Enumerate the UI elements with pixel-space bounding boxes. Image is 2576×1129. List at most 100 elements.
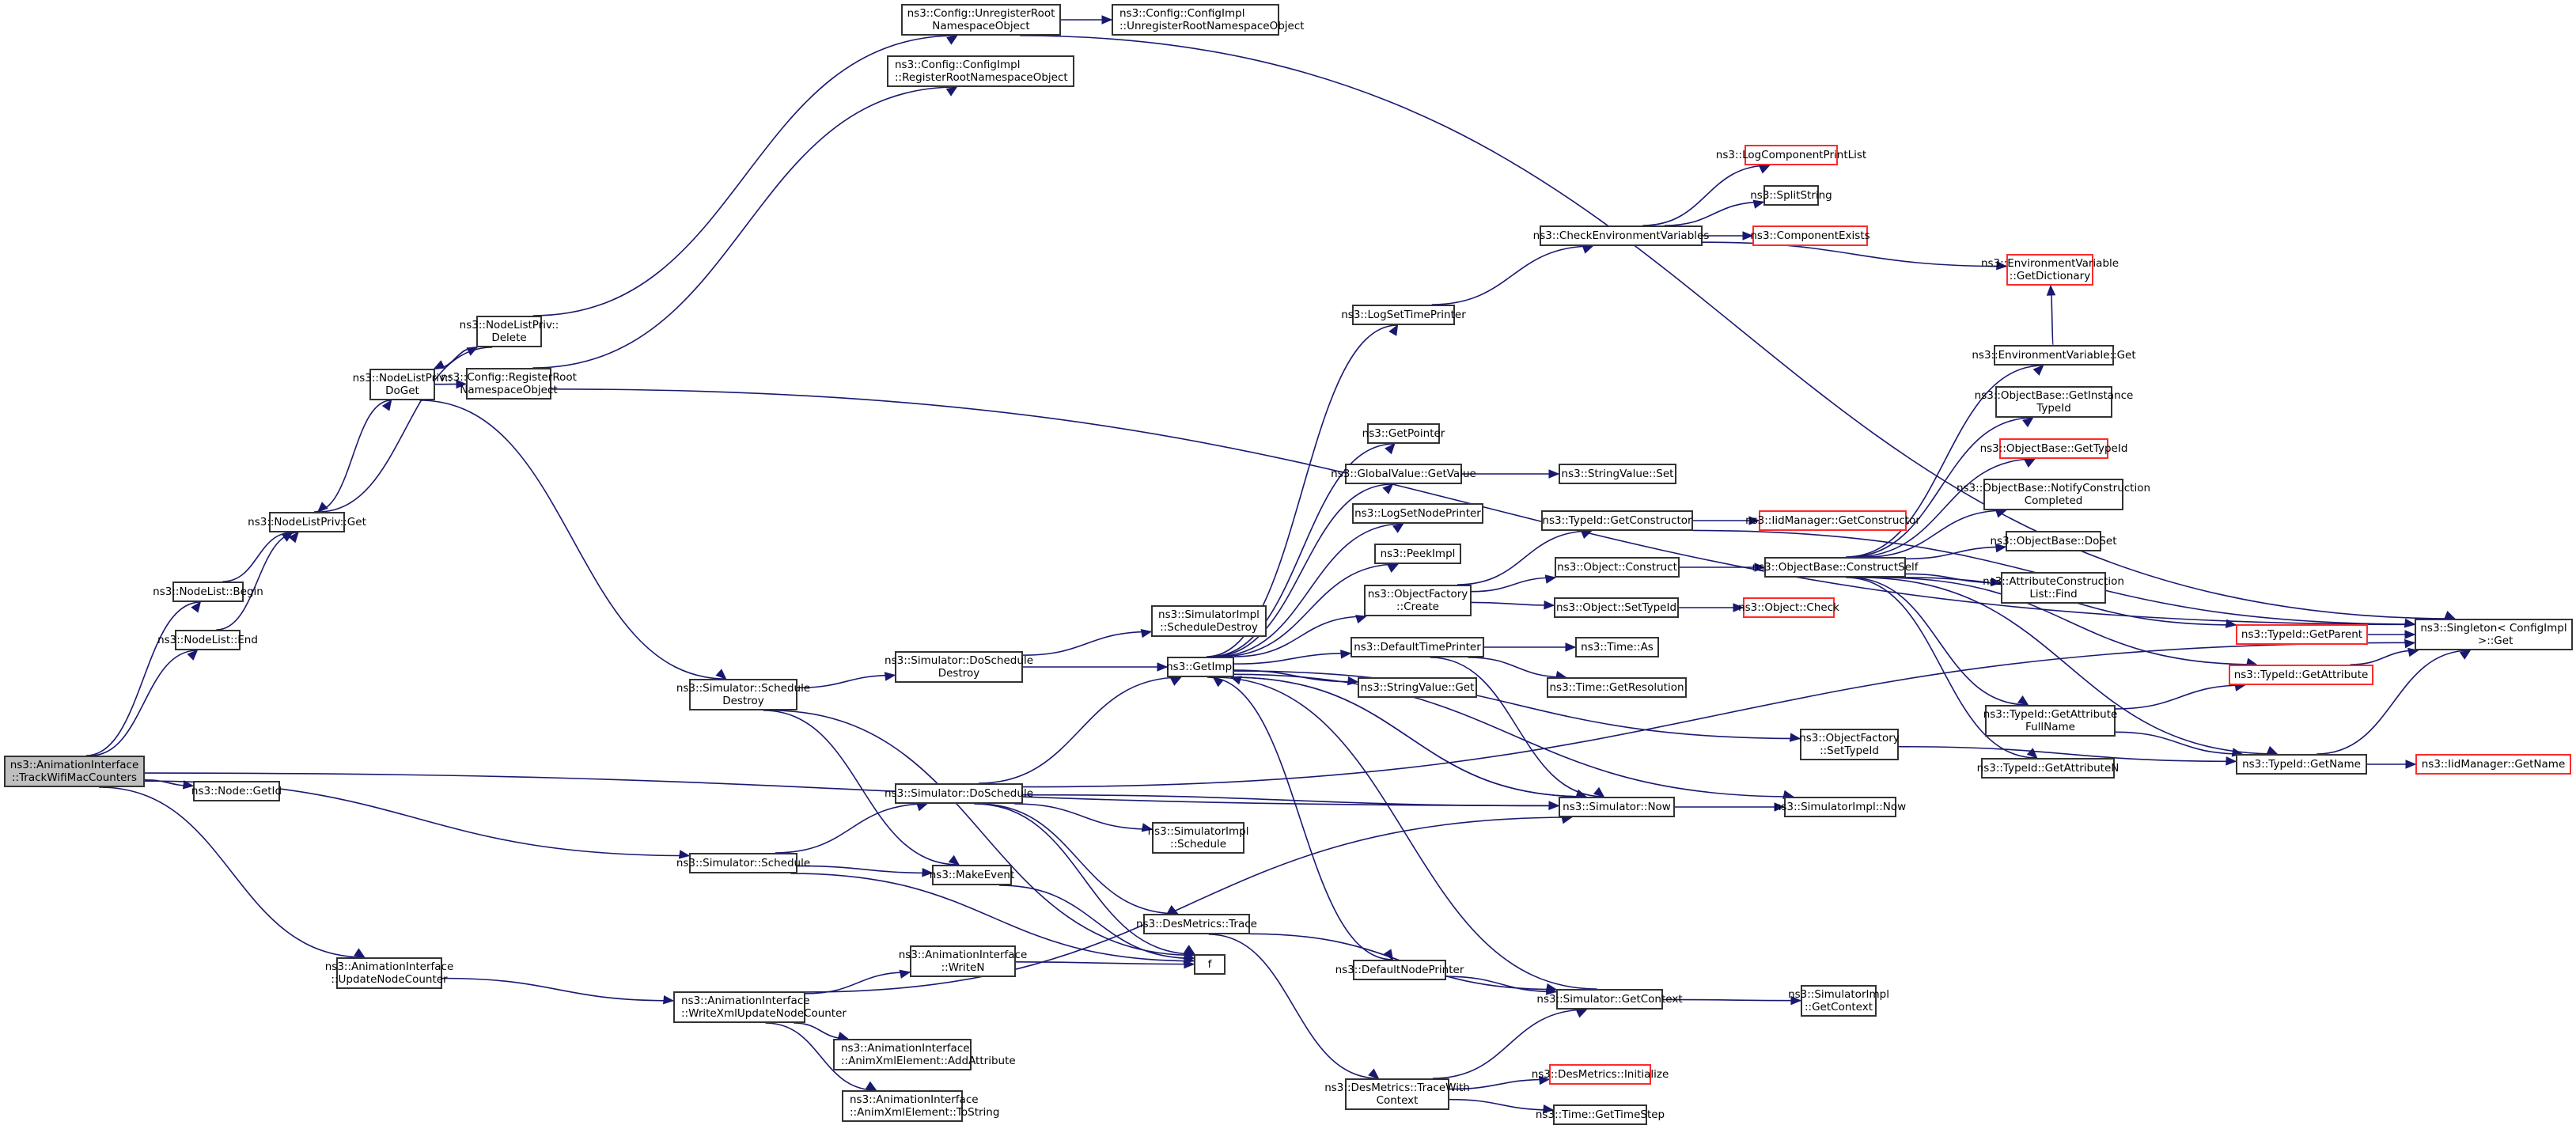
graph-node-tid-getname[interactable]: ns3::TypeId::GetName <box>2236 754 2367 775</box>
graph-node-cfgimpl-register[interactable]: ns3::Config::ConfigImpl ::RegisterRootNa… <box>887 55 1074 87</box>
edge-getimpl-to-logsettimeprinter <box>1206 324 1398 657</box>
graph-node-iid-getname[interactable]: ns3::IidManager::GetName <box>2415 754 2571 775</box>
graph-node-simimpl-getcontext[interactable]: ns3::SimulatorImpl ::GetContext <box>1788 985 1889 1017</box>
graph-node-sim-scheddestroy[interactable]: ns3::Simulator::Schedule Destroy <box>676 679 810 710</box>
edge-ob_constructself-to-tid_getname <box>1859 577 2278 755</box>
graph-node-ai-updatenodecounter[interactable]: ns3::AnimationInterface ::UpdateNodeCoun… <box>325 957 453 989</box>
graph-node-peekimpl[interactable]: ns3::PeekImpl <box>1374 544 1461 564</box>
edge-desm_tracewithctx-to-sim_getcontext <box>1432 1009 1587 1079</box>
arrowhead-icon <box>2444 610 2456 619</box>
graph-node-cfg-register[interactable]: ns3::Config::RegisterRoot NamespaceObjec… <box>441 368 577 400</box>
graph-node-logsetnodeprinter[interactable]: ns3::LogSetNodePrinter <box>1352 503 1483 524</box>
graph-node-cfg-unregister[interactable]: ns3::Config::UnregisterRoot NamespaceObj… <box>901 4 1061 36</box>
arrowhead-icon <box>1169 676 1182 686</box>
graph-node-tid-getattribute[interactable]: ns3::TypeId::GetAttribute <box>2229 665 2373 685</box>
arrowhead-icon <box>1382 483 1394 494</box>
graph-node-logcompprintlist[interactable]: ns3::LogComponentPrintList <box>1716 145 1866 165</box>
graph-node-ai-addattr[interactable]: ns3::AnimationInterface ::AnimXmlElement… <box>833 1039 1016 1070</box>
graph-node-getpointer[interactable]: ns3::GetPointer <box>1362 423 1445 444</box>
edge-getimpl-to-getpointer <box>1209 443 1395 657</box>
graph-node-nlp-delete[interactable]: ns3::NodeListPriv:: Delete <box>460 316 559 347</box>
graph-node-sv-set[interactable]: ns3::StringValue::Set <box>1559 464 1676 484</box>
graph-node-of-settypeid[interactable]: ns3::ObjectFactory ::SetTypeId <box>1799 729 1900 760</box>
edge-ob_constructself-to-ob_notify <box>1866 510 2006 558</box>
graph-node-desm-tracewithctx[interactable]: ns3::DesMetrics::TraceWith Context <box>1324 1078 1470 1110</box>
graph-node-sim-doschedule[interactable]: ns3::Simulator::DoSchedule <box>885 783 1033 804</box>
arrowhead-icon <box>182 780 195 790</box>
graph-node-simimpl-scheddestroy[interactable]: ns3::SimulatorImpl ::ScheduleDestroy <box>1151 605 1267 637</box>
graph-node-env-getdict[interactable]: ns3::EnvironmentVariable ::GetDictionary <box>1981 254 2119 286</box>
graph-node-ob-doset[interactable]: ns3::ObjectBase::DoSet <box>1990 531 2117 551</box>
graph-node-defaulttimeprinter[interactable]: ns3::DefaultTimePrinter <box>1351 637 1484 657</box>
graph-node-tid-getattrfullname[interactable]: ns3::TypeId::GetAttribute FullName <box>1983 705 2117 737</box>
graph-node-desm-trace[interactable]: ns3::DesMetrics::Trace <box>1136 914 1257 934</box>
graph-node-checkenv[interactable]: ns3::CheckEnvironmentVariables <box>1533 225 1709 246</box>
arrowhead-icon <box>2404 638 2416 649</box>
arrowhead-icon <box>948 854 960 866</box>
graph-node-ob-notify[interactable]: ns3::ObjectBase::NotifyConstruction Comp… <box>1957 479 2150 510</box>
graph-node-simimpl-schedule[interactable]: ns3::SimulatorImpl ::Schedule <box>1148 822 1248 854</box>
graph-node-f[interactable]: f <box>1194 954 1225 975</box>
edge-checkenv-to-logcompprintlist <box>1642 165 1770 226</box>
graph-node-nlp-get[interactable]: ns3::NodeListPriv::Get <box>248 512 366 532</box>
graph-node-sim-schedule[interactable]: ns3::Simulator::Schedule <box>676 853 810 873</box>
graph-node-sim-doscheddestroy[interactable]: ns3::Simulator::DoSchedule Destroy <box>885 651 1033 683</box>
edge-root-to-nodelist_end <box>90 650 198 756</box>
graph-node-nodelist-end[interactable]: ns3::NodeList::End <box>157 630 258 650</box>
arrowhead-icon <box>187 650 199 661</box>
graph-node-obj-check[interactable]: ns3::Object::Check <box>1738 597 1839 618</box>
graph-node-obj-settypeid[interactable]: ns3::Object::SetTypeId <box>1554 597 1679 618</box>
arrowhead-icon <box>1544 574 1557 584</box>
graph-node-cfgimpl-unregister[interactable]: ns3::Config::ConfigImpl ::UnregisterRoot… <box>1112 4 1305 36</box>
graph-node-logsettimeprinter[interactable]: ns3::LogSetTimePrinter <box>1341 305 1466 325</box>
graph-node-nlp-doget[interactable]: ns3::NodeListPriv:: DoGet <box>353 369 452 400</box>
graph-node-ob-getinstancetypeid[interactable]: ns3::ObjectBase::GetInstance TypeId <box>1975 386 2133 418</box>
graph-node-tid-getconstructor[interactable]: ns3::TypeId::GetConstructor <box>1541 510 1693 531</box>
graph-node-time-getres[interactable]: ns3::Time::GetResolution <box>1547 677 1687 698</box>
arrowhead-icon <box>2404 630 2416 639</box>
graph-node-ob-gettypeid[interactable]: ns3::ObjectBase::GetTypeId <box>1980 438 2127 459</box>
graph-node-ob-constructself[interactable]: ns3::ObjectBase::ConstructSelf <box>1752 557 1919 578</box>
graph-node-sim-getcontext[interactable]: ns3::Simulator::GetContext <box>1536 989 1683 1010</box>
graph-node-env-get[interactable]: ns3::EnvironmentVariable::Get <box>1972 345 2136 366</box>
graph-node-sim-now[interactable]: ns3::Simulator::Now <box>1559 797 1675 817</box>
graph-node-simimpl-now[interactable]: ns3::SimulatorImpl::Now <box>1775 797 1906 817</box>
graph-node-gv-getvalue[interactable]: ns3::GlobalValue::GetValue <box>1331 464 1476 484</box>
graph-node-splitstring[interactable]: ns3::SplitString <box>1750 185 1832 206</box>
graph-node-acl-find[interactable]: ns3::AttributeConstruction List::Find <box>1983 572 2124 604</box>
graph-node-desm-init[interactable]: ns3::DesMetrics::Initialize <box>1532 1064 1669 1085</box>
graph-node-time-gettimestep[interactable]: ns3::Time::GetTimeStep <box>1536 1104 1665 1125</box>
graph-node-defaultnodeprinter[interactable]: ns3::DefaultNodePrinter <box>1335 960 1464 980</box>
graph-node-of-create[interactable]: ns3::ObjectFactory ::Create <box>1364 585 1472 616</box>
graph-node-ai-writen[interactable]: ns3::AnimationInterface ::WriteN <box>899 945 1027 977</box>
arrowhead-icon <box>381 399 392 411</box>
edge-nlp_delete-to-cfg_unregister <box>532 35 957 316</box>
edge-getimpl-to-gv_getvalue <box>1211 483 1393 657</box>
graph-node-makeevent[interactable]: ns3::MakeEvent <box>930 865 1014 885</box>
graph-node-compexists[interactable]: ns3::ComponentExists <box>1750 225 1870 246</box>
graph-node-tid-getattrn[interactable]: ns3::TypeId::GetAttributeN <box>1977 758 2119 779</box>
graph-node-ai-tostring[interactable]: ns3::AnimationInterface ::AnimXmlElement… <box>842 1090 999 1122</box>
edge-nlp_doget-to-sim_scheddestroy <box>419 400 726 680</box>
graph-node-ai-writexml[interactable]: ns3::AnimationInterface ::WriteXmlUpdate… <box>673 991 847 1023</box>
graph-node-tid-getparent[interactable]: ns3::TypeId::GetParent <box>2236 624 2368 645</box>
graph-node-sv-get[interactable]: ns3::StringValue::Get <box>1358 677 1477 698</box>
arrowhead-icon <box>1212 676 1224 688</box>
graph-node-nodelist-begin[interactable]: ns3::NodeList::Begin <box>153 582 263 602</box>
arrowhead-icon <box>1184 945 1195 955</box>
edge-cfg_unregister-to-singleton_get <box>1020 35 2455 619</box>
graph-node-node-getid[interactable]: ns3::Node::GetId <box>191 781 282 801</box>
graph-node-getimpl[interactable]: ns3::GetImpl <box>1166 657 1235 677</box>
graph-node-time-as[interactable]: ns3::Time::As <box>1575 637 1659 657</box>
graph-node-obj-construct[interactable]: ns3::Object::Construct <box>1555 557 1680 578</box>
arrowhead-icon <box>1991 577 2002 587</box>
graph-node-iid-getconstructor[interactable]: ns3::IidManager::GetConstructor <box>1745 510 1920 531</box>
edge-nodelist_begin-to-nlp_get <box>222 532 293 582</box>
arrowhead-icon <box>354 948 366 958</box>
edge-sim_doschedule-to-desm_trace <box>977 803 1178 915</box>
arrowhead-icon <box>1752 199 1765 209</box>
edge-sim_now-to-getimpl <box>1231 676 1586 797</box>
graph-node-singleton-get[interactable]: ns3::Singleton< ConfigImpl >::Get <box>2415 619 2573 650</box>
edge-sim_doschedule-to-singleton_get <box>1022 642 2415 788</box>
